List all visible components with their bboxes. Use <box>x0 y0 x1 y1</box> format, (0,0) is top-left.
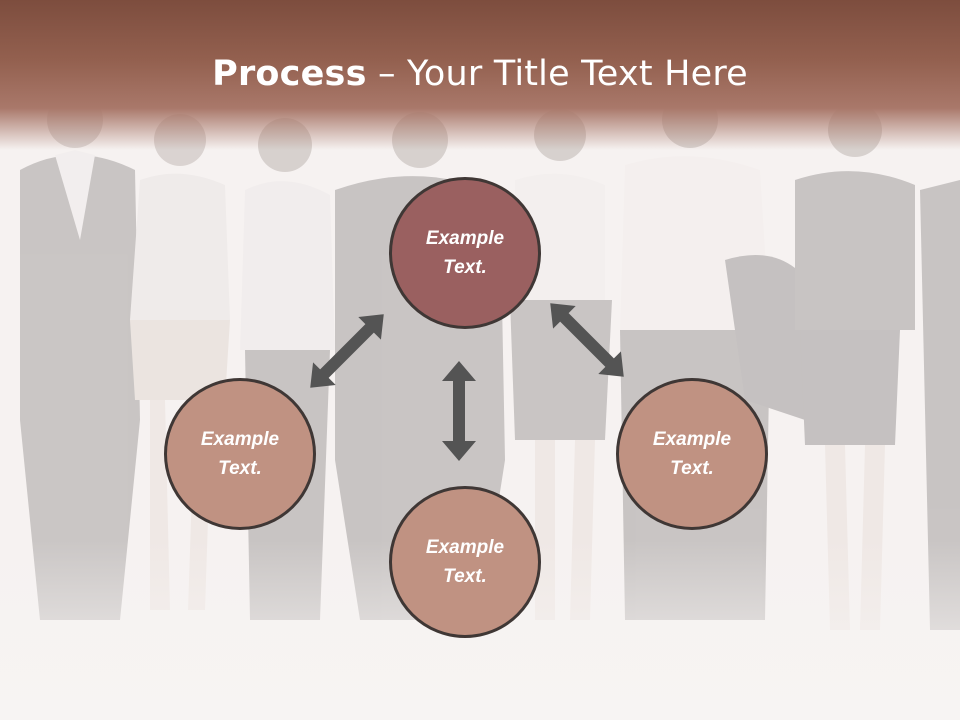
process-circle-left[interactable]: Example Text. <box>164 378 316 530</box>
circle-text: Example Text. <box>425 228 505 278</box>
title-bold-part: Process <box>212 54 367 94</box>
double-arrow-icon[interactable] <box>539 292 635 388</box>
circle-text: Example Text. <box>200 429 280 479</box>
double-arrow-icon[interactable] <box>299 303 395 399</box>
double-arrow-icon[interactable] <box>442 361 476 461</box>
circle-text: Example Text. <box>425 537 505 587</box>
circle-text: Example Text. <box>652 429 732 479</box>
process-circle-bottom[interactable]: Example Text. <box>389 486 541 638</box>
title-rest-part: – Your Title Text Here <box>366 54 748 94</box>
process-circle-right[interactable]: Example Text. <box>616 378 768 530</box>
process-circle-top[interactable]: Example Text. <box>389 177 541 329</box>
title-bar <box>0 0 960 150</box>
slide-title[interactable]: Process – Your Title Text Here <box>0 52 960 96</box>
